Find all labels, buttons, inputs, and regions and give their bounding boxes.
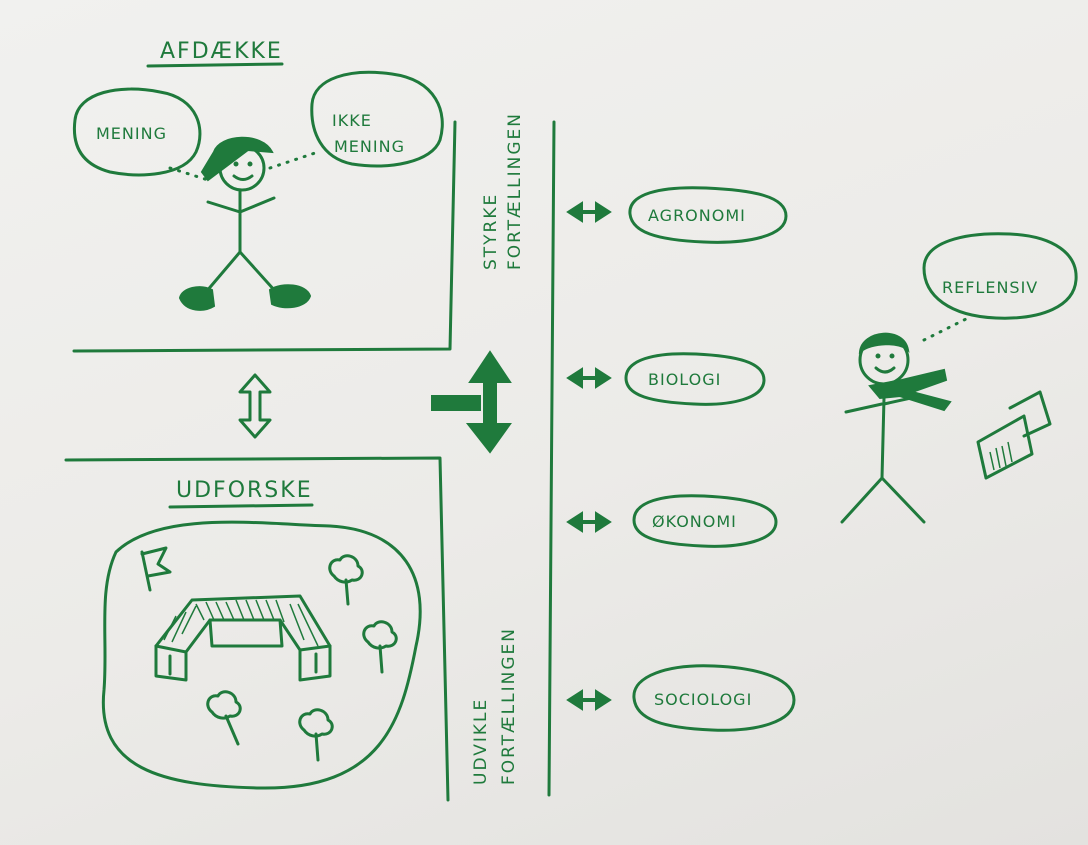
field-bubble	[632, 494, 778, 548]
island-outline	[101, 520, 422, 790]
field-bubble	[632, 664, 796, 732]
field-item-sociologi: SOCIOLOGI	[566, 664, 796, 732]
tree-icon	[362, 620, 398, 674]
field-label: ØKONOMI	[652, 512, 737, 531]
bubble-reflensiv	[922, 232, 1078, 320]
tree-icon	[206, 690, 242, 746]
quadrant-top-border	[72, 120, 457, 353]
double-arrow-horizontal-icon	[566, 689, 612, 711]
field-item-biologi: BIOLOGI	[566, 352, 766, 406]
thought-dots-left	[168, 166, 210, 182]
vertical-divider-line	[547, 120, 556, 797]
quadrant-bottom-border	[64, 456, 450, 802]
thought-dots-reflensiv	[922, 316, 970, 342]
stick-figure-cap	[178, 136, 312, 311]
side-label-styrke-line1: STYRKE	[481, 193, 501, 270]
thought-dots-right	[268, 150, 320, 170]
t-double-arrow-icon	[431, 350, 512, 454]
double-arrow-vertical-icon	[238, 373, 272, 439]
field-item-okonomi: ØKONOMI	[566, 494, 778, 548]
field-item-agronomi: AGRONOMI	[566, 186, 788, 244]
double-arrow-horizontal-icon	[566, 367, 612, 389]
title-udforske-underline	[168, 503, 314, 509]
field-label: AGRONOMI	[648, 206, 746, 225]
field-label: BIOLOGI	[648, 370, 721, 389]
tree-icon	[298, 708, 334, 762]
side-label-udvikle: UDVIKLE FORTÆLLINGEN	[471, 627, 519, 785]
title-afdaekke-underline	[146, 62, 284, 68]
title-udforske: UDFORSKE	[176, 478, 313, 503]
bubble-mening	[72, 87, 202, 177]
bubble-ikke-line1: IKKE	[332, 111, 372, 130]
side-label-styrke-line2: FORTÆLLINGEN	[505, 112, 525, 270]
side-label-styrke: STYRKE FORTÆLLINGEN	[481, 112, 525, 270]
field-label: SOCIOLOGI	[654, 690, 752, 709]
notebook-icon	[976, 390, 1052, 480]
bubble-mening-label: MENING	[96, 124, 167, 143]
bubble-ikke-line2: MENING	[334, 137, 405, 156]
tree-icon	[328, 554, 364, 606]
double-arrow-horizontal-icon	[566, 511, 612, 533]
bubble-ikke-mening	[310, 70, 444, 168]
side-label-udvikle-line1: UDVIKLE	[471, 698, 491, 785]
field-bubble	[628, 186, 788, 244]
flag-icon	[140, 546, 172, 592]
stick-figure-scarf	[840, 332, 952, 524]
double-arrow-horizontal-icon	[566, 201, 612, 223]
field-bubble	[624, 352, 766, 406]
bubble-reflensiv-label: REFLENSIV	[942, 278, 1038, 297]
title-afdaekke: AFDÆKKE	[160, 39, 283, 64]
side-label-udvikle-line2: FORTÆLLINGEN	[499, 627, 519, 785]
ruin-structure-icon	[154, 594, 332, 682]
